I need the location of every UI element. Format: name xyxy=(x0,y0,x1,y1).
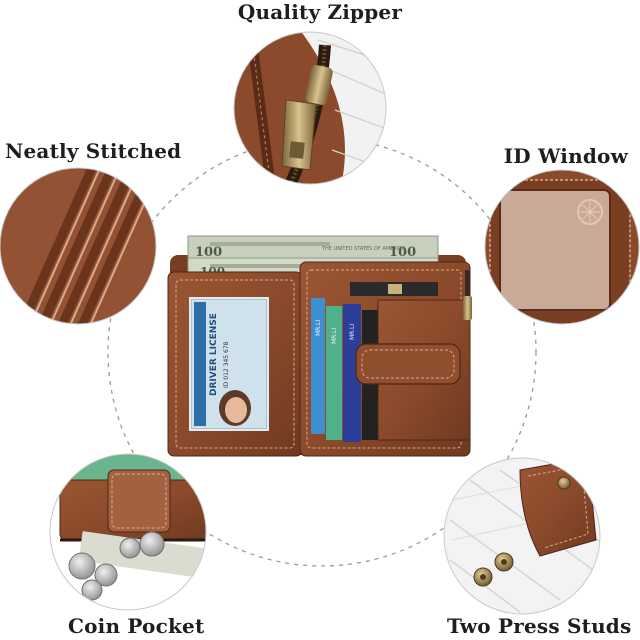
label-quality-zipper: Quality Zipper xyxy=(237,0,403,24)
label-coin-pocket: Coin Pocket xyxy=(68,614,205,638)
callout-id-window xyxy=(484,169,640,325)
label-neatly-stitched: Neatly Stitched xyxy=(5,139,182,163)
card-label-2: MR.LI xyxy=(331,328,338,344)
label-two-press-studs: Two Press Studs xyxy=(447,614,632,638)
card-label-3: MR.LI xyxy=(349,324,356,340)
id-card-title: DRIVER LICENSE xyxy=(209,313,219,396)
banknote-denomination: 100 xyxy=(195,245,222,260)
id-card-number: ID 012 345 678 xyxy=(223,341,230,388)
banknote-denomination-right: 100 xyxy=(389,245,416,260)
callout-neatly-stitched xyxy=(0,167,157,325)
callout-quality-zipper xyxy=(233,31,387,185)
label-id-window: ID Window xyxy=(503,144,628,168)
wallet-main: 100 100 100 100 THE UNITED STATES OF AME… xyxy=(167,235,472,457)
card-label-1: MR.LI xyxy=(315,320,322,336)
banknote-header: THE UNITED STATES OF AMERICA xyxy=(321,246,406,252)
callout-two-press-studs xyxy=(443,457,601,615)
callout-coin-pocket xyxy=(49,453,207,611)
